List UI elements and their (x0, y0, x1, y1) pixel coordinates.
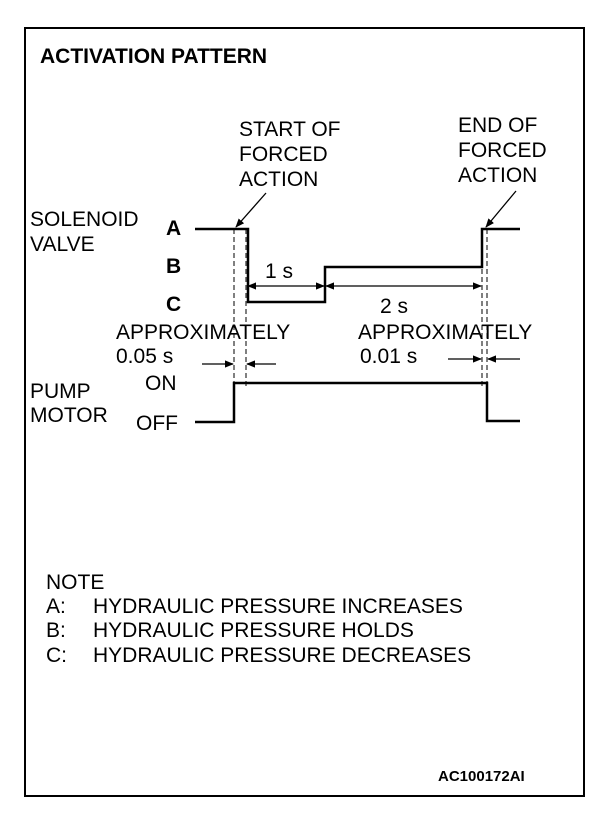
start-annotation-line-3: ACTION (239, 168, 319, 191)
approx-right-value: 0.01 s (360, 345, 418, 368)
level-c-label: C (166, 293, 182, 316)
note-key-c: C: (46, 644, 67, 667)
level-b-label: B (166, 255, 182, 278)
end-leader-arrow (485, 190, 517, 228)
diagram-frame (24, 27, 585, 797)
approx-left-value: 0.05 s (116, 345, 174, 368)
duration-2s-label: 2 s (380, 295, 409, 318)
solenoid-waveform (195, 227, 520, 304)
figure-id: AC100172AI (438, 768, 525, 785)
solenoid-label-line-1: SOLENOID (30, 208, 139, 231)
diagram-title: ACTIVATION PATTERN (40, 45, 268, 68)
note-key-a: A: (46, 595, 66, 618)
start-annotation-line-2: FORCED (239, 143, 328, 166)
note-text-b: HYDRAULIC PRESSURE HOLDS (93, 619, 414, 642)
start-leader-arrow (235, 192, 267, 228)
note-key-b: B: (46, 619, 66, 642)
end-annotation-line-3: ACTION (458, 164, 538, 187)
start-annotation-line-1: START OF (239, 118, 341, 141)
pump-label-line-1: PUMP (30, 380, 91, 403)
end-annotation-line-2: FORCED (458, 139, 547, 162)
note-heading: NOTE (46, 571, 105, 594)
approx-left-label: APPROXIMATELY (116, 321, 291, 344)
level-a-label: A (166, 217, 182, 240)
note-text-c: HYDRAULIC PRESSURE DECREASES (93, 644, 472, 667)
end-annotation-line-1: END OF (458, 114, 538, 137)
approx-right-label: APPROXIMATELY (358, 321, 533, 344)
note-text-a: HYDRAULIC PRESSURE INCREASES (93, 595, 463, 618)
duration-1s-label: 1 s (265, 260, 294, 283)
pump-on-label: ON (145, 372, 177, 395)
pump-label-line-2: MOTOR (30, 404, 108, 427)
pump-off-label: OFF (136, 412, 178, 435)
pump-motor-waveform (195, 381, 520, 424)
solenoid-label-line-2: VALVE (30, 233, 95, 256)
